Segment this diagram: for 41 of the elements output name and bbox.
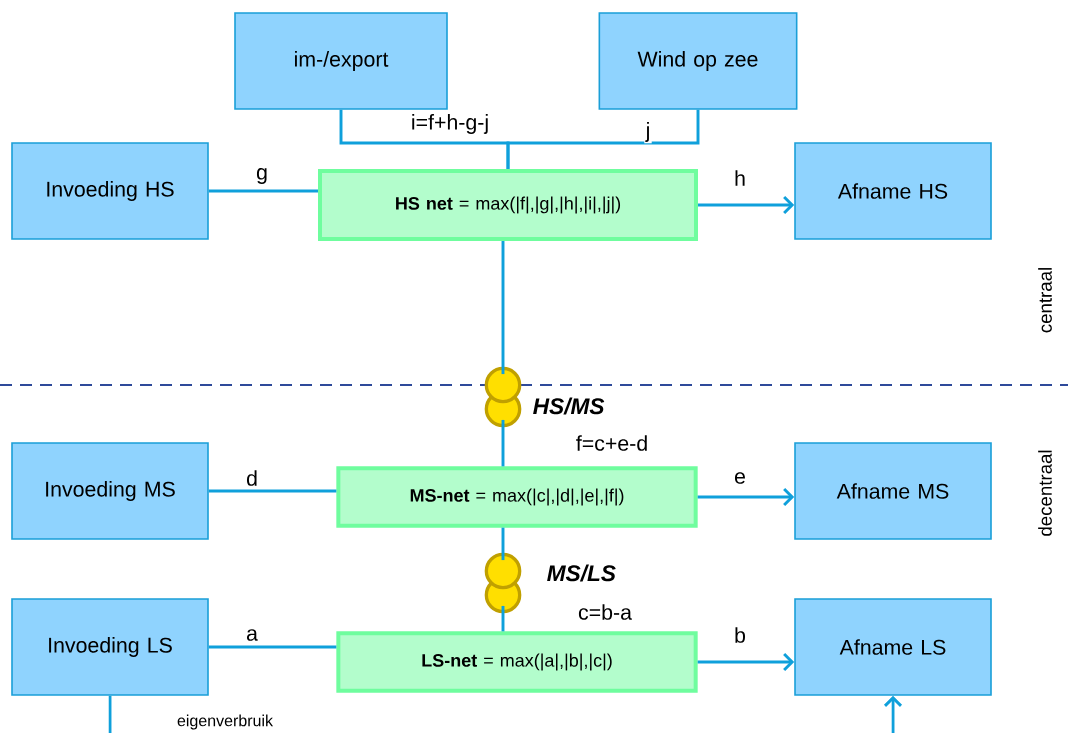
connector (698, 195, 795, 215)
connector (883, 695, 903, 733)
process-box: Afname MS (794, 442, 992, 540)
connector (108, 695, 112, 733)
transformer-label: MS/LS (547, 564, 616, 582)
zone-label: centraal (1038, 268, 1052, 333)
connector (697, 652, 795, 672)
network-box: HS net = max(|f|,|g|,|h|,|i|,|j|) (318, 169, 698, 241)
transformer-label: HS/MS (533, 397, 605, 415)
edge-label: i=f+h-g-j (409, 112, 491, 136)
process-box: Afname HS (794, 142, 992, 240)
process-box: Afname LS (794, 598, 992, 696)
zone-label: decentraal (1038, 450, 1052, 536)
process-box: Invoeding MS (11, 442, 209, 540)
process-box: Invoeding HS (11, 142, 209, 240)
connector (501, 241, 505, 375)
connector (208, 189, 318, 193)
connector (501, 605, 505, 632)
edge-label: d (244, 468, 260, 488)
transformer-symbol (484, 366, 522, 428)
connector (208, 645, 337, 649)
process-box: Invoeding LS (11, 598, 209, 696)
edge-label: j (644, 120, 652, 144)
edge-label: c=b-a (576, 602, 634, 622)
connector (208, 489, 337, 493)
edge-label: e (732, 470, 748, 486)
edge-label: g (254, 166, 270, 186)
edge-label: h (732, 168, 748, 188)
connector (697, 487, 795, 507)
process-box: im-/export (234, 12, 448, 110)
edge-label: b (732, 625, 748, 645)
edge-label: eigenverbruik (175, 713, 275, 731)
edge-label: a (244, 627, 260, 643)
transformer-symbol (484, 552, 522, 614)
connector (501, 419, 505, 467)
network-box: LS-net = max(|a|,|b|,|c|) (336, 631, 698, 693)
connector (506, 109, 700, 169)
connector (501, 527, 505, 561)
edge-label: f=c+e-d (574, 433, 650, 453)
process-box: Wind op zee (598, 12, 798, 110)
network-box: MS-net = max(|c|,|d|,|e|,|f|) (336, 466, 698, 528)
